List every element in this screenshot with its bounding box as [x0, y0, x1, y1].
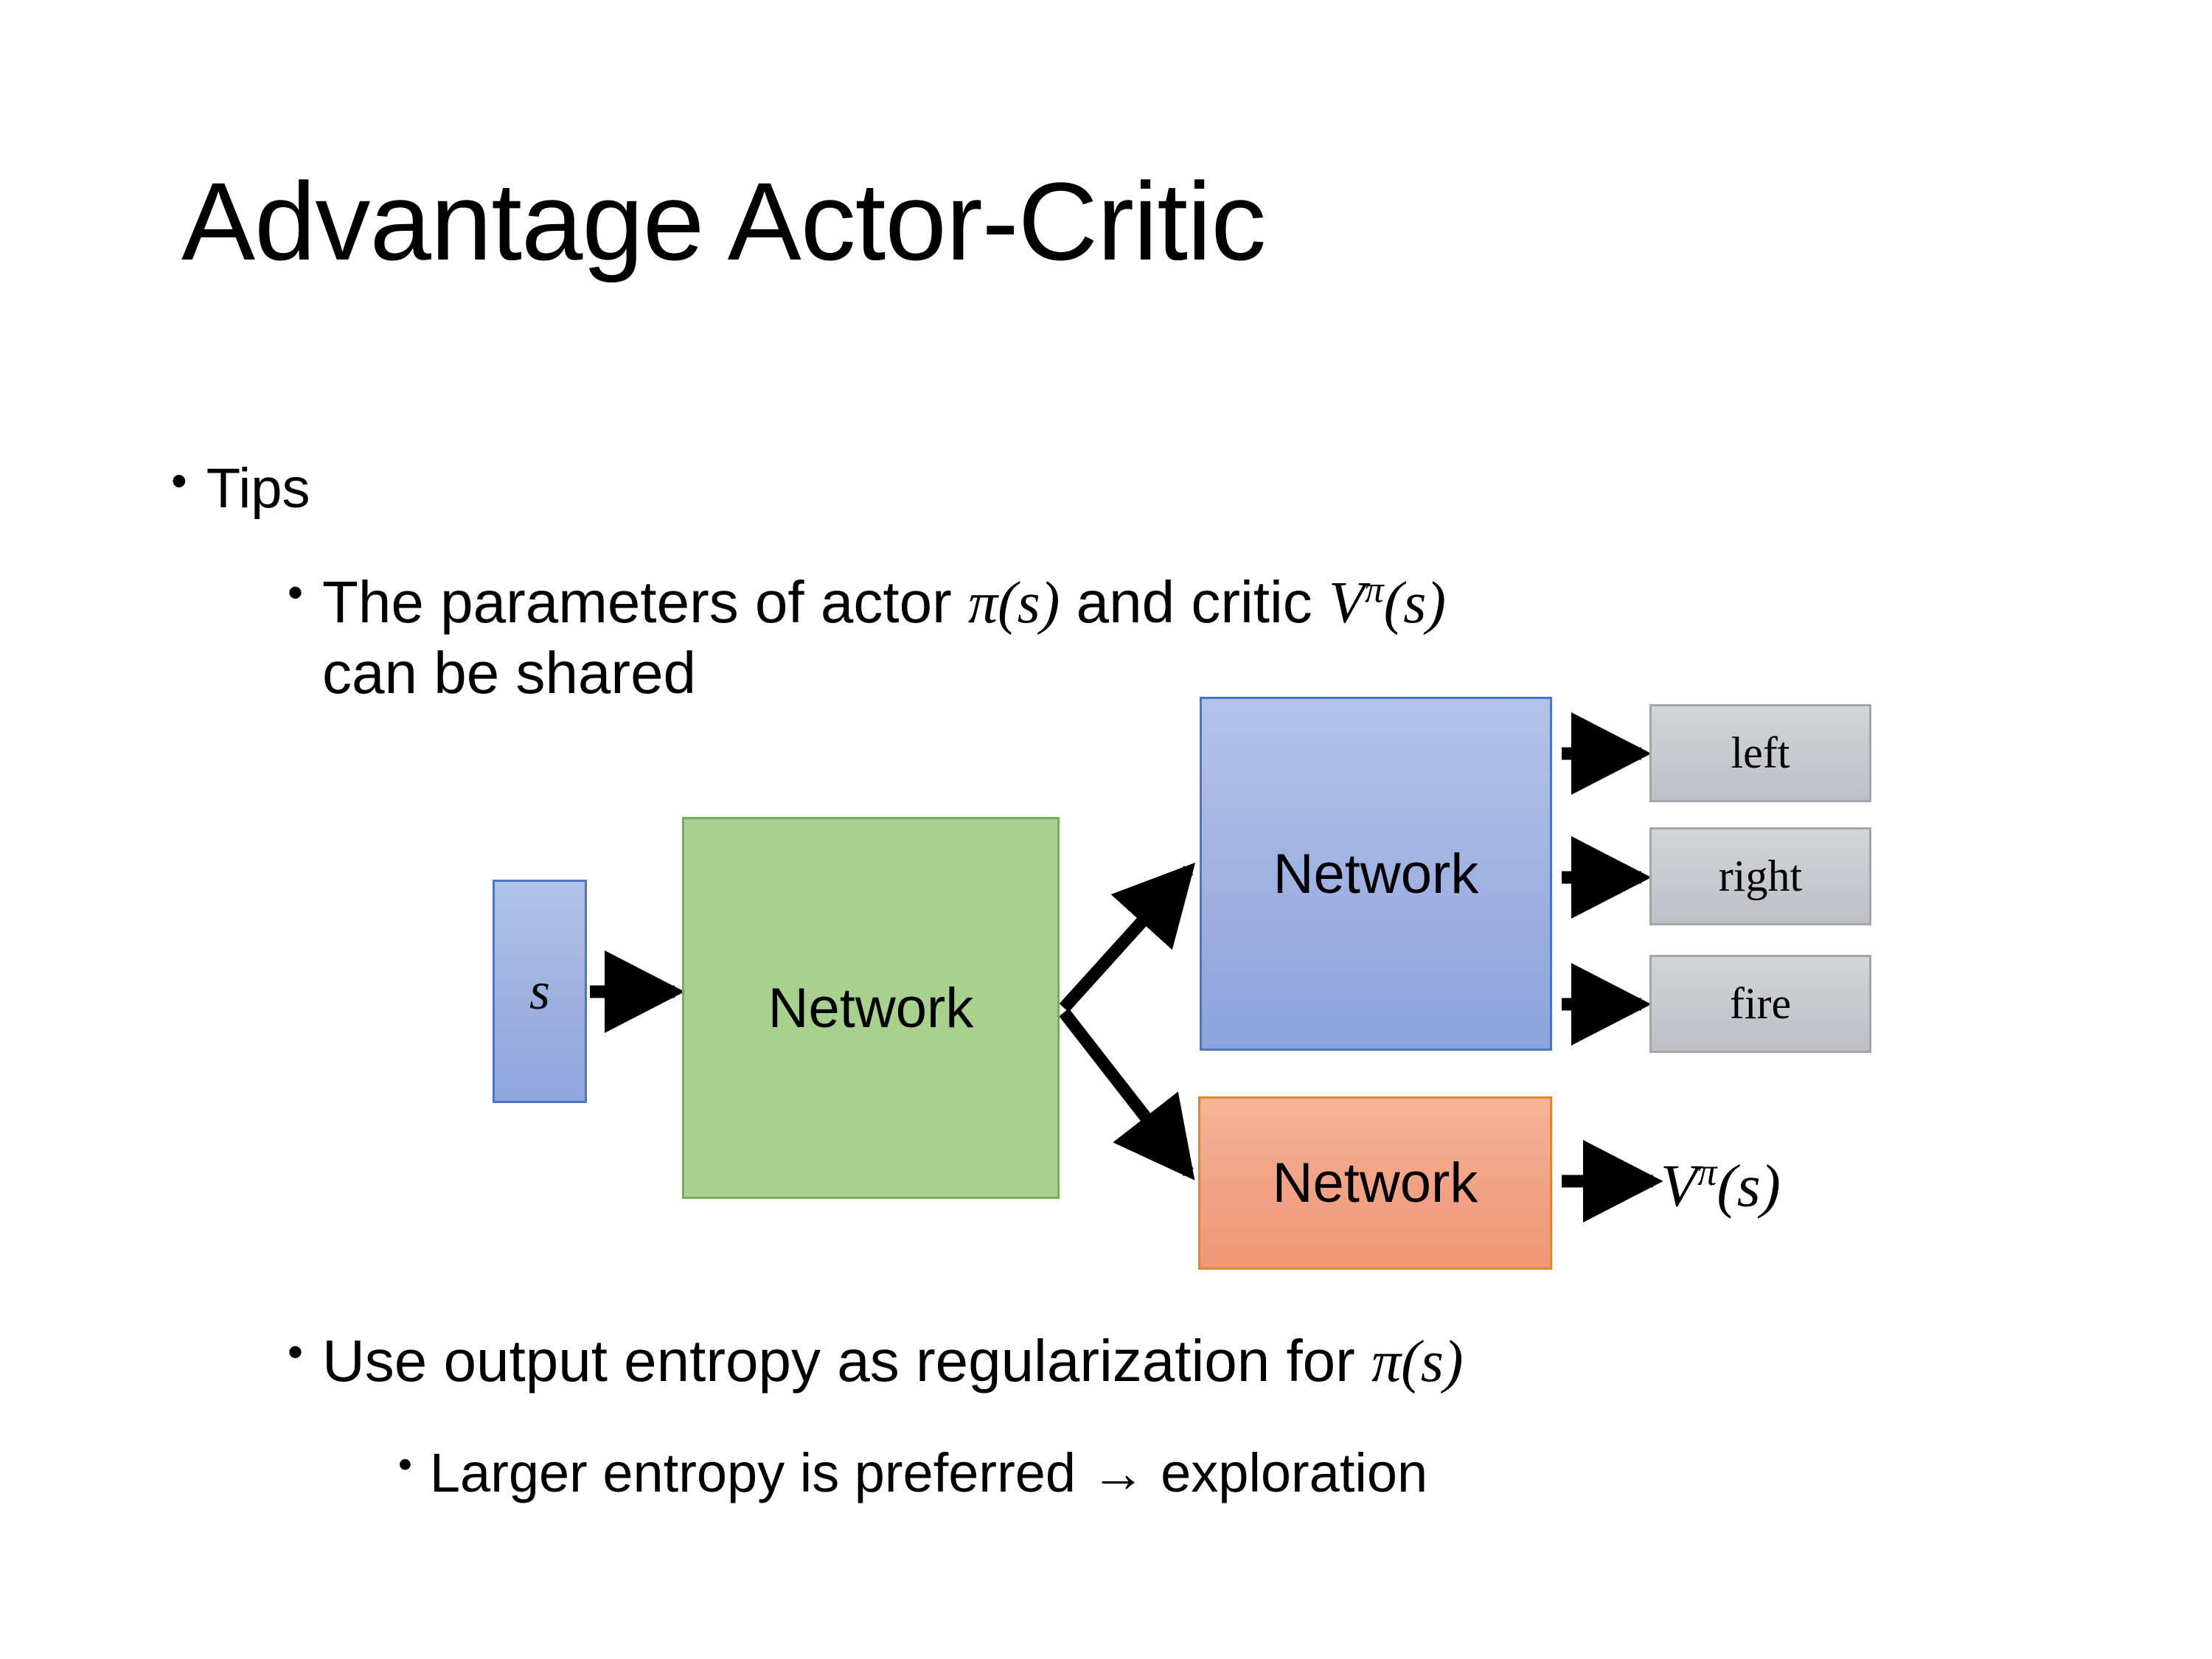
bullet-marker-icon: •: [288, 568, 304, 617]
bullet-tips-label: Tips: [206, 457, 310, 520]
shared-network-box: Network: [682, 817, 1060, 1199]
bullet-larger-entropy: • Larger entropy is preferred → explorat…: [398, 1441, 2094, 1504]
action-label-right: right: [1718, 852, 1803, 900]
math-policy-pi-s: π(s): [1371, 1329, 1464, 1394]
bullet-marker-icon: •: [171, 456, 187, 507]
bullet-larger-entropy-label: Larger entropy is preferred → exploratio…: [429, 1442, 1428, 1503]
text-fragment-before: Use output entropy as regularization for: [322, 1328, 1372, 1394]
value-base: V: [1660, 1152, 1698, 1220]
action-box-right: right: [1649, 827, 1871, 925]
bullet-entropy-regularization: • Use output entropy as regularization f…: [288, 1327, 2072, 1396]
bullet-shared-parameters: • The parameters of actor π(s) and criti…: [288, 568, 2072, 707]
math-policy-pi-s: π(s): [967, 571, 1060, 636]
value-function-output-label: Vπ(s): [1660, 1150, 1781, 1220]
math-v-base: V: [1329, 571, 1365, 636]
text-fragment-after: can be shared: [322, 639, 697, 706]
value-argument: (s): [1717, 1152, 1781, 1220]
math-v-argument: (s): [1383, 571, 1446, 636]
math-value-v-pi-s: Vπ(s): [1329, 568, 1446, 636]
actor-network-box: Network: [1200, 697, 1552, 1051]
page-title: Advantage Actor-Critic: [181, 159, 1266, 283]
critic-network-label: Network: [1272, 1152, 1478, 1214]
bullet-entropy-text: Use output entropy as regularization for…: [322, 1327, 2072, 1396]
math-v-superscript-pi: π: [1364, 568, 1384, 611]
shared-network-label: Network: [768, 976, 974, 1040]
bullet-tips: • Tips: [171, 457, 1351, 520]
action-box-left: left: [1649, 704, 1871, 802]
state-input-label: s: [529, 961, 551, 1020]
state-input-box: s: [493, 880, 587, 1103]
action-label-fire: fire: [1729, 979, 1792, 1028]
arrow-shared-to-critic: [1059, 1008, 1195, 1180]
actor-network-label: Network: [1273, 842, 1479, 905]
arrow-shared-to-actor: [1059, 862, 1196, 1012]
bullet-marker-icon: •: [398, 1442, 412, 1486]
bullet-marker-icon: •: [288, 1327, 304, 1377]
action-label-left: left: [1731, 728, 1790, 777]
text-fragment-before: The parameters of actor: [322, 569, 968, 635]
bullet-shared-parameters-text: The parameters of actor π(s) and critic …: [322, 568, 2072, 707]
action-box-fire: fire: [1649, 955, 1871, 1053]
text-fragment-middle: and critic: [1060, 569, 1329, 635]
critic-network-box: Network: [1198, 1096, 1552, 1270]
value-superscript-pi: π: [1697, 1151, 1717, 1194]
